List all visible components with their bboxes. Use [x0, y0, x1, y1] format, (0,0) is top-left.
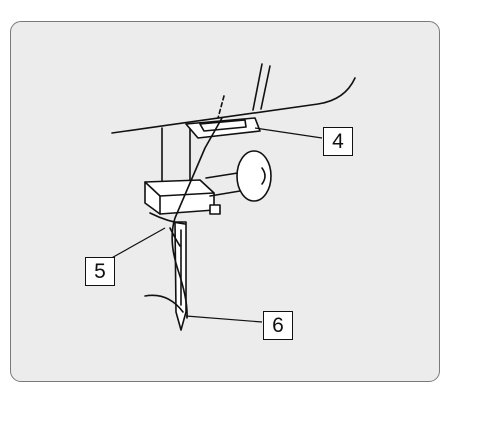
leader-4 — [255, 128, 322, 138]
clamp-screw-knob — [237, 151, 271, 201]
arm-slot-line-1 — [253, 64, 262, 110]
leader-5 — [108, 228, 165, 260]
thread-dashed — [218, 96, 224, 118]
leader-6 — [186, 316, 262, 322]
callout-label-5: 5 — [85, 257, 115, 286]
callout-label-6: 6 — [263, 311, 293, 340]
arm-slot-line-2 — [261, 66, 270, 109]
needle-bar-body — [162, 125, 190, 188]
callout-label-4: 4 — [323, 127, 353, 156]
